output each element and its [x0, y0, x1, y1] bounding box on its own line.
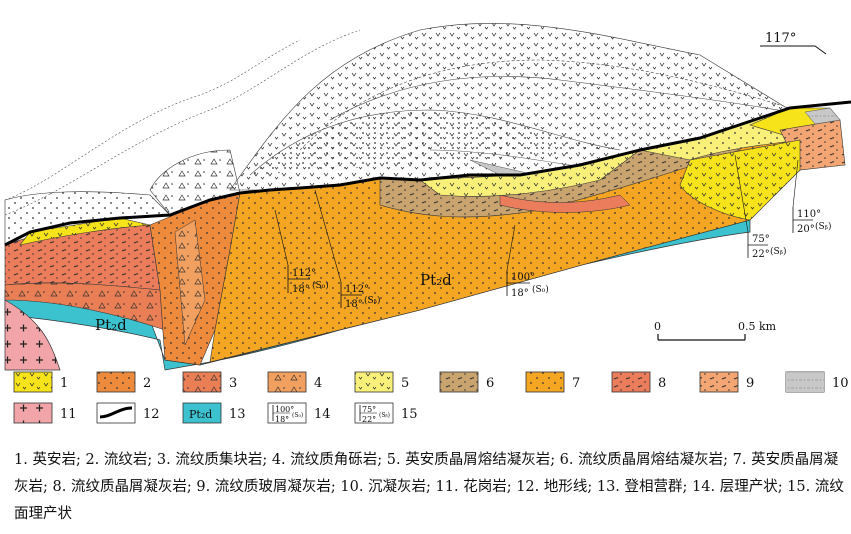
svg-text:22°: 22°: [362, 415, 376, 424]
svg-text:(Sᵦ): (Sᵦ): [379, 412, 390, 419]
legend-label-2: 2: [143, 376, 151, 391]
svg-text:75°: 75°: [362, 405, 376, 414]
legend-item-10: 10: [785, 371, 849, 393]
formation-label-left: Pt₂d: [95, 316, 127, 334]
formation-label-center: Pt₂d: [420, 271, 452, 289]
legend-item-4: 4: [267, 371, 322, 393]
legend-item-13: Pt₂d 13: [182, 402, 246, 424]
geological-cross-section: 117° Pt₂d Pt₂d 112° 18° (S₀) 112° 18° (S…: [4, 23, 851, 424]
svg-text:(S₀): (S₀): [292, 412, 303, 419]
legend-label-5: 5: [401, 376, 409, 391]
legend-label-11: 11: [60, 407, 77, 422]
direction-label: 117°: [765, 31, 796, 46]
figure-caption: 1. 英安岩; 2. 流纹岩; 3. 流纹质集块岩; 4. 流纹质角砾岩; 5.…: [14, 452, 844, 522]
scale-bar: 0 0.5 km: [654, 320, 777, 341]
legend-item-2: 2: [96, 371, 151, 393]
legend-label-13: 13: [229, 407, 246, 422]
measurement-3-strike: 100°: [511, 272, 535, 283]
measurement-3-dip: 18°: [511, 288, 529, 299]
legend-label-3: 3: [229, 376, 237, 391]
legend-label-10: 10: [832, 376, 849, 391]
svg-text:18°: 18°: [275, 415, 289, 424]
measurement-2-dip: 18°: [345, 299, 363, 310]
legend-item-6: 6: [439, 371, 494, 393]
measurement-5-dip: 20°: [797, 224, 815, 235]
svg-text:Pt₂d: Pt₂d: [189, 408, 212, 421]
legend-item-8: 8: [611, 371, 666, 393]
legend-label-7: 7: [572, 376, 580, 391]
legend-item-1: 1: [13, 371, 68, 393]
legend-label-1: 1: [60, 376, 68, 391]
measurement-4-dip: 22°: [752, 249, 770, 260]
legend-label-15: 15: [401, 407, 418, 422]
svg-text:100°: 100°: [275, 405, 294, 414]
eroded-strata: [4, 23, 791, 246]
legend-label-6: 6: [486, 376, 494, 391]
legend-label-9: 9: [746, 376, 754, 391]
measurement-2: 112° 18° (Sᵦ): [314, 189, 380, 310]
legend-item-12: 12: [96, 402, 160, 424]
legend-item-7: 7: [525, 371, 580, 393]
measurement-1: 112° 18° (S₀): [274, 209, 329, 295]
legend-label-8: 8: [658, 376, 666, 391]
legend-item-15: 75°22°(Sᵦ) 15: [354, 402, 418, 424]
measurement-4-surface: (Sᵦ): [770, 246, 786, 257]
scale-end: 0.5 km: [738, 320, 777, 333]
measurement-1-dip: 18°: [292, 284, 310, 295]
legend-item-3: 3: [182, 371, 237, 393]
measurement-1-surface: (S₀): [312, 280, 329, 291]
preserved-strata: [4, 107, 846, 371]
legend-item-11: 11: [13, 402, 77, 424]
topography-line: [4, 100, 851, 247]
legend-item-9: 9: [699, 371, 754, 393]
legend-item-14: 100°18°(S₀) 14: [267, 402, 331, 424]
measurement-2-surface: (Sᵦ): [364, 295, 380, 306]
direction-indicator: 117°: [760, 31, 827, 55]
legend-label-4: 4: [314, 376, 322, 391]
legend-label-14: 14: [314, 407, 331, 422]
legend-label-12: 12: [143, 407, 160, 422]
measurement-3: 100° 18° (S₀): [506, 224, 549, 299]
legend-item-5: 5: [354, 371, 409, 393]
scale-start: 0: [654, 320, 661, 333]
measurement-4: 75° 22° (Sᵦ): [734, 154, 786, 260]
measurement-3-surface: (S₀): [532, 284, 549, 295]
measurement-5: 110° 20° (Sᵦ): [792, 159, 831, 235]
measurement-1-strike: 112°: [292, 268, 316, 279]
measurement-5-strike: 110°: [797, 209, 821, 220]
measurement-4-strike: 75°: [752, 234, 770, 245]
measurement-5-surface: (Sᵦ): [815, 221, 831, 232]
measurement-2-strike: 112°: [345, 284, 369, 295]
